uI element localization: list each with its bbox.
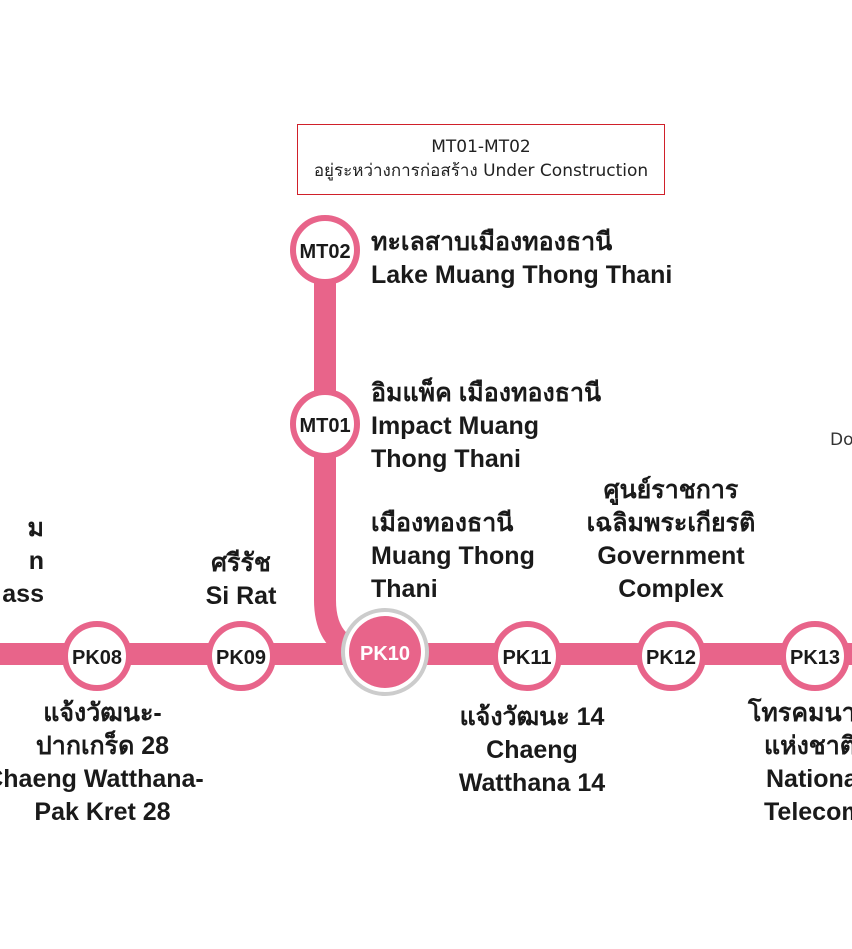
label-pk12: ศูนย์ราชการ เฉลิมพระเกียรติ Government C… — [571, 474, 771, 606]
right-edge-text: Do — [830, 430, 852, 450]
notice-line-1: MT01-MT02 — [431, 137, 531, 157]
label-pk10-en2: Thani — [371, 575, 438, 603]
label-pk13-th2: แห่งชาติ — [764, 732, 852, 760]
label-mt02-en: Lake Muang Thong Thani — [371, 261, 673, 289]
left-edge-label: ม n ass — [2, 512, 44, 611]
station-code-pk08: PK08 — [72, 647, 122, 669]
left-edge-label-clip: ม n ass — [0, 512, 48, 612]
station-code-pk10: PK10 — [360, 643, 410, 665]
label-mt02: ทะเลสาบเมืองทองธานี Lake Muang Thong Tha… — [371, 226, 672, 292]
label-pk11-en1: Chaeng — [486, 736, 578, 764]
label-mt01-en2: Thong Thani — [371, 445, 521, 473]
label-pk12-th2: เฉลิมพระเกียรติ — [586, 509, 756, 537]
label-pk12-th1: ศูนย์ราชการ — [603, 476, 739, 504]
label-pk09-en: Si Rat — [205, 582, 277, 610]
label-mt01: อิมแพ็ค เมืองทองธานี Impact Muang Thong … — [371, 377, 601, 476]
station-code-pk11: PK11 — [503, 647, 552, 669]
label-mt01-en1: Impact Muang — [371, 412, 540, 440]
label-pk10-th: เมืองทองธานี — [371, 509, 514, 537]
station-pk09[interactable]: PK09 — [206, 621, 276, 691]
label-pk08-en2: Pak Kret 28 — [34, 798, 171, 826]
station-code-mt01: MT01 — [299, 415, 350, 437]
label-pk11-en2: Watthana 14 — [458, 769, 606, 797]
label-pk08: แจ้งวัฒนะ- ปากเกร็ด 28 Chaeng Watthana- … — [0, 697, 205, 829]
label-pk13: โทรคมนาคม แห่งชาติ National Telecom — [748, 697, 852, 829]
construction-notice: MT01-MT02 อยู่ระหว่างการก่อสร้าง Under C… — [297, 124, 665, 195]
station-pk10-interchange[interactable]: PK10 — [341, 608, 429, 696]
label-pk13-en2: Telecom — [764, 798, 852, 826]
label-pk13-clip: โทรคมนาคม แห่งชาติ National Telecom — [740, 697, 852, 837]
station-mt02[interactable]: MT02 — [290, 215, 360, 285]
label-pk13-en1: National — [766, 765, 852, 793]
station-pk13[interactable]: PK13 — [780, 621, 850, 691]
label-pk12-en1: Government — [597, 542, 745, 570]
label-pk08-en1: Chaeng Watthana- — [0, 765, 204, 793]
label-mt02-th: ทะเลสาบเมืองทองธานี — [371, 228, 613, 256]
label-pk08-th2: ปากเกร็ด 28 — [35, 732, 170, 760]
label-pk12-en2: Complex — [618, 575, 724, 603]
station-mt01[interactable]: MT01 — [290, 389, 360, 459]
left-edge-line-2: n — [28, 547, 44, 575]
label-pk09-th: ศรีรัช — [211, 549, 271, 577]
label-pk10-en1: Muang Thong — [371, 542, 535, 570]
station-pk12[interactable]: PK12 — [636, 621, 706, 691]
label-pk11-th: แจ้งวัฒนะ 14 — [459, 703, 605, 731]
station-code-pk09: PK09 — [216, 647, 266, 669]
station-pk08[interactable]: PK08 — [62, 621, 132, 691]
label-mt01-th: อิมแพ็ค เมืองทองธานี — [371, 379, 602, 407]
label-pk08-th1: แจ้งวัฒนะ- — [43, 699, 162, 727]
label-pk13-th1: โทรคมนาคม — [748, 699, 852, 727]
notice-line-2: อยู่ระหว่างการก่อสร้าง Under Constructio… — [313, 161, 649, 181]
station-pk11[interactable]: PK11 — [492, 621, 562, 691]
label-pk11: แจ้งวัฒนะ 14 Chaeng Watthana 14 — [437, 701, 627, 800]
label-pk09: ศรีรัช Si Rat — [191, 547, 291, 613]
station-code-mt02: MT02 — [299, 241, 350, 263]
label-pk10: เมืองทองธานี Muang Thong Thani — [371, 507, 535, 606]
station-code-pk13: PK13 — [790, 647, 840, 669]
station-code-pk12: PK12 — [646, 647, 696, 669]
left-edge-line-3: ass — [2, 580, 44, 608]
left-edge-line-1: ม — [27, 514, 44, 542]
